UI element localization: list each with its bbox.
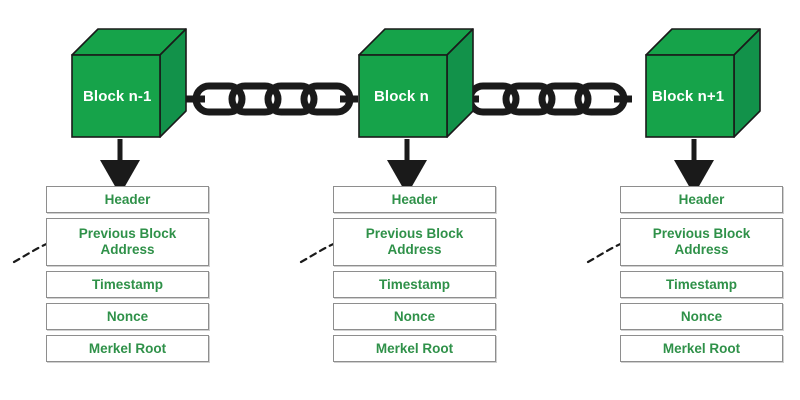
chain-link xyxy=(300,82,354,116)
field-previous-block-address-label: Previous Block Address xyxy=(647,226,757,258)
chain-link xyxy=(574,82,628,116)
prev-addr-line-2: Address xyxy=(100,242,155,257)
field-header[interactable]: Header xyxy=(620,186,783,213)
block-cube-n-plus-1 xyxy=(645,28,761,138)
field-nonce-label: Nonce xyxy=(393,308,436,324)
chain-link xyxy=(538,82,592,116)
chain-link xyxy=(192,82,246,116)
field-nonce[interactable]: Nonce xyxy=(333,303,496,330)
field-merkel-root[interactable]: Merkel Root xyxy=(620,335,783,362)
field-merkel-root-label: Merkel Root xyxy=(662,340,741,356)
field-previous-block-address-label: Previous Block Address xyxy=(360,226,470,258)
block-cube-n-1 xyxy=(71,28,187,138)
chain-connector-2 xyxy=(460,82,632,116)
field-previous-block-address[interactable]: Previous Block Address xyxy=(620,218,783,266)
field-merkel-root[interactable]: Merkel Root xyxy=(46,335,209,362)
field-table-block-n: Header Previous Block Address Timestamp … xyxy=(333,186,496,367)
field-timestamp[interactable]: Timestamp xyxy=(46,271,209,298)
chain-link xyxy=(466,82,520,116)
prev-addr-line-1: Previous Block xyxy=(652,226,751,242)
chain-link xyxy=(228,82,282,116)
cube-label-block-n-1: Block n-1 xyxy=(83,88,152,105)
field-previous-block-address[interactable]: Previous Block Address xyxy=(46,218,209,266)
cube-top-face xyxy=(358,28,474,56)
field-timestamp[interactable]: Timestamp xyxy=(620,271,783,298)
field-previous-block-address[interactable]: Previous Block Address xyxy=(333,218,496,266)
field-timestamp[interactable]: Timestamp xyxy=(333,271,496,298)
field-merkel-root-label: Merkel Root xyxy=(375,340,454,356)
field-header-label: Header xyxy=(391,191,438,207)
field-nonce[interactable]: Nonce xyxy=(620,303,783,330)
cube-side-face xyxy=(446,28,474,138)
prev-addr-line-1: Previous Block xyxy=(365,226,464,242)
field-header-label: Header xyxy=(104,191,151,207)
chain-connector-1 xyxy=(186,82,358,116)
chain-link xyxy=(264,82,318,116)
field-header-label: Header xyxy=(678,191,725,207)
field-nonce-label: Nonce xyxy=(106,308,149,324)
field-timestamp-label: Timestamp xyxy=(665,276,738,292)
field-merkel-root[interactable]: Merkel Root xyxy=(333,335,496,362)
cube-side-face xyxy=(733,28,761,138)
prev-addr-line-2: Address xyxy=(387,242,442,257)
field-timestamp-label: Timestamp xyxy=(91,276,164,292)
cube-top-face xyxy=(71,28,187,56)
cube-top-face xyxy=(645,28,761,56)
field-header[interactable]: Header xyxy=(46,186,209,213)
cube-label-block-n: Block n xyxy=(374,88,429,105)
chain-link xyxy=(502,82,556,116)
field-previous-block-address-label: Previous Block Address xyxy=(73,226,183,258)
field-header[interactable]: Header xyxy=(333,186,496,213)
field-merkel-root-label: Merkel Root xyxy=(88,340,167,356)
field-timestamp-label: Timestamp xyxy=(378,276,451,292)
prev-addr-line-1: Previous Block xyxy=(78,226,177,242)
block-cube-n xyxy=(358,28,474,138)
cube-side-face xyxy=(159,28,187,138)
field-table-block-n-1: Header Previous Block Address Timestamp … xyxy=(46,186,209,367)
field-nonce-label: Nonce xyxy=(680,308,723,324)
cube-label-block-n-plus-1: Block n+1 xyxy=(652,88,725,105)
field-table-block-n-plus-1: Header Previous Block Address Timestamp … xyxy=(620,186,783,367)
prev-addr-line-2: Address xyxy=(674,242,729,257)
field-nonce[interactable]: Nonce xyxy=(46,303,209,330)
